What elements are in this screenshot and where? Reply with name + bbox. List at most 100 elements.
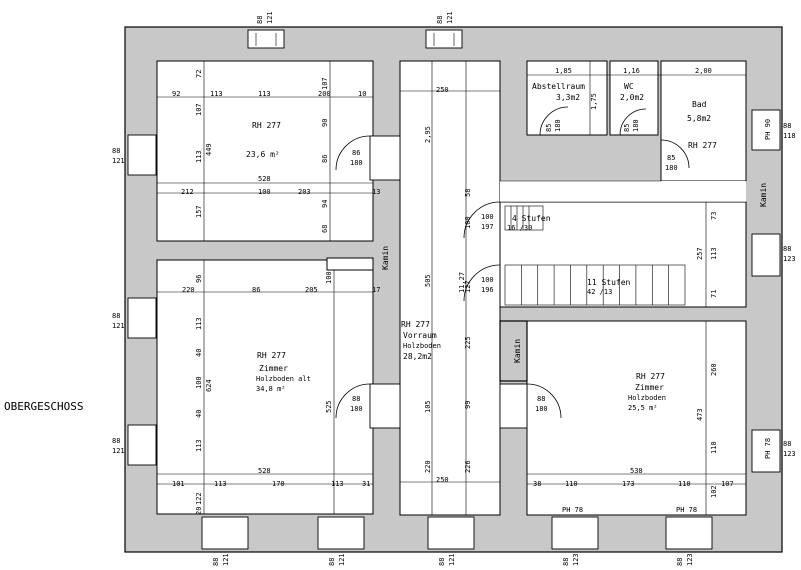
dim-nw-113a: 113: [210, 90, 223, 98]
door-6-h: 180: [554, 119, 562, 132]
dim-nw-10: 10: [358, 90, 366, 98]
dim-e-73: 73: [710, 212, 718, 220]
dim-nw-449: 449: [205, 143, 213, 156]
dim-se-38: 38: [533, 480, 541, 488]
door-7-w: 85: [623, 124, 631, 132]
window-bottom-5: [665, 516, 713, 550]
dim-top-200: 2,00: [695, 67, 712, 75]
window-bottom-1-w: 88: [212, 558, 220, 566]
stairs-lower-name: 11 Stufen: [587, 278, 631, 287]
window-bottom-4-h: 123: [572, 553, 580, 566]
dim-sw-220: 220: [182, 286, 195, 294]
bad-name: Bad: [692, 100, 707, 109]
window-bottom-1-h: 121: [222, 553, 230, 566]
vorraum-area: 28,2m2: [403, 352, 432, 361]
dim-e-257: 257: [696, 247, 704, 260]
dim-se-107: 107: [721, 480, 734, 488]
door-3-h: 180: [535, 405, 548, 413]
window-left-1: [127, 134, 157, 176]
window-top-1: [247, 29, 285, 49]
dim-nw-203: 203: [298, 188, 311, 196]
dim-e-113: 113: [710, 247, 718, 260]
dim-nw-90: 90: [321, 119, 329, 127]
kamin-label-3: Kamin: [759, 183, 768, 207]
door-3-w: 88: [537, 395, 545, 403]
dim-nw-72: 72: [195, 70, 203, 78]
window-right-3-w: 88: [783, 440, 791, 448]
dim-se-538: 538: [630, 467, 643, 475]
window-top-2-w: 88: [436, 16, 444, 24]
dim-sw-113c: 113: [214, 480, 227, 488]
window-bottom-2-w: 88: [328, 558, 336, 566]
room-se-area: 25,5 m²: [628, 404, 658, 412]
window-bottom-3: [427, 516, 475, 550]
door-5: [463, 264, 501, 302]
window-left-3-w: 88: [112, 437, 120, 445]
door-4: [463, 201, 501, 239]
bad-rh: RH 277: [688, 141, 717, 150]
room-nw: [156, 60, 374, 242]
dim-nw-86: 86: [321, 155, 329, 163]
dim-se-102: 102: [710, 485, 718, 498]
dim-top-185: 1,85: [555, 67, 572, 75]
window-bottom-5-w: 88: [676, 558, 684, 566]
dim-sw-31: 31: [362, 480, 370, 488]
bad-area: 5,8m2: [687, 114, 711, 123]
dim-sw-96: 96: [195, 275, 203, 283]
window-bottom-3-w: 88: [438, 558, 446, 566]
dim-v-105: 105: [424, 400, 432, 413]
vorraum-floor: Holzboden: [403, 342, 441, 350]
dim-nw-113b: 113: [258, 90, 271, 98]
door-7-h: 180: [632, 119, 640, 132]
dim-ab-175: 1,75: [590, 93, 598, 110]
window-right-3: [751, 429, 781, 473]
dim-sw-528: 528: [258, 467, 271, 475]
vorraum-rh: RH 277: [401, 320, 430, 329]
door-8: [660, 139, 690, 169]
dim-v-295: 2,95: [424, 126, 432, 143]
door-5-h: 196: [481, 286, 494, 294]
stairs-upper: [504, 205, 544, 231]
room-se-rh: RH 277: [636, 372, 665, 381]
dim-c-100: 100: [464, 216, 472, 229]
dim-e-71: 71: [710, 290, 718, 298]
dim-c-99: 99: [464, 401, 472, 409]
door-6-w: 85: [545, 124, 553, 132]
window-bottom-5-h: 123: [686, 553, 694, 566]
door-1-w: 86: [352, 149, 360, 157]
door-2: [335, 383, 401, 429]
door-1: [335, 135, 401, 181]
room-se-floor: Holzboden: [628, 394, 666, 402]
dim-sw-100b: 100: [195, 376, 203, 389]
bad-corridor: [500, 181, 746, 202]
door-3: [499, 383, 562, 429]
stairs-lower: [504, 264, 686, 306]
dim-se-110b: 110: [678, 480, 691, 488]
dim-c-225: 225: [464, 336, 472, 349]
room-se-name: Zimmer: [635, 383, 664, 392]
ph-bottom-1: PH 78: [562, 506, 583, 514]
dim-nw-92: 92: [172, 90, 180, 98]
door-5-w: 100: [481, 276, 494, 284]
dim-nw-528: 528: [258, 175, 271, 183]
ph-bottom-2: PH 78: [676, 506, 697, 514]
dim-sw-624: 624: [205, 379, 213, 392]
dim-nw-107a: 107: [195, 103, 203, 116]
dim-sw-100a: 100: [325, 271, 333, 284]
vorraum-name: Vorraum: [403, 331, 437, 340]
window-top-1-w: 88: [256, 16, 264, 24]
window-left-3-h: 121: [112, 447, 125, 455]
dim-sw-205: 205: [305, 286, 318, 294]
window-bottom-1: [201, 516, 249, 550]
dim-se-110a: 110: [565, 480, 578, 488]
door-2-h: 180: [350, 405, 363, 413]
window-bottom-2-h: 121: [338, 553, 346, 566]
dim-nw-68: 68: [321, 225, 329, 233]
dim-v-220: 220: [424, 460, 432, 473]
chimney-se: [499, 320, 528, 382]
stairs-upper-name: 4 Stufen: [512, 214, 551, 223]
window-right-2-w: 88: [783, 245, 791, 253]
abstellraum-name: Abstellraum: [532, 82, 585, 91]
window-bottom-3-h: 121: [448, 553, 456, 566]
room-nw-rh: RH 277: [252, 121, 281, 130]
